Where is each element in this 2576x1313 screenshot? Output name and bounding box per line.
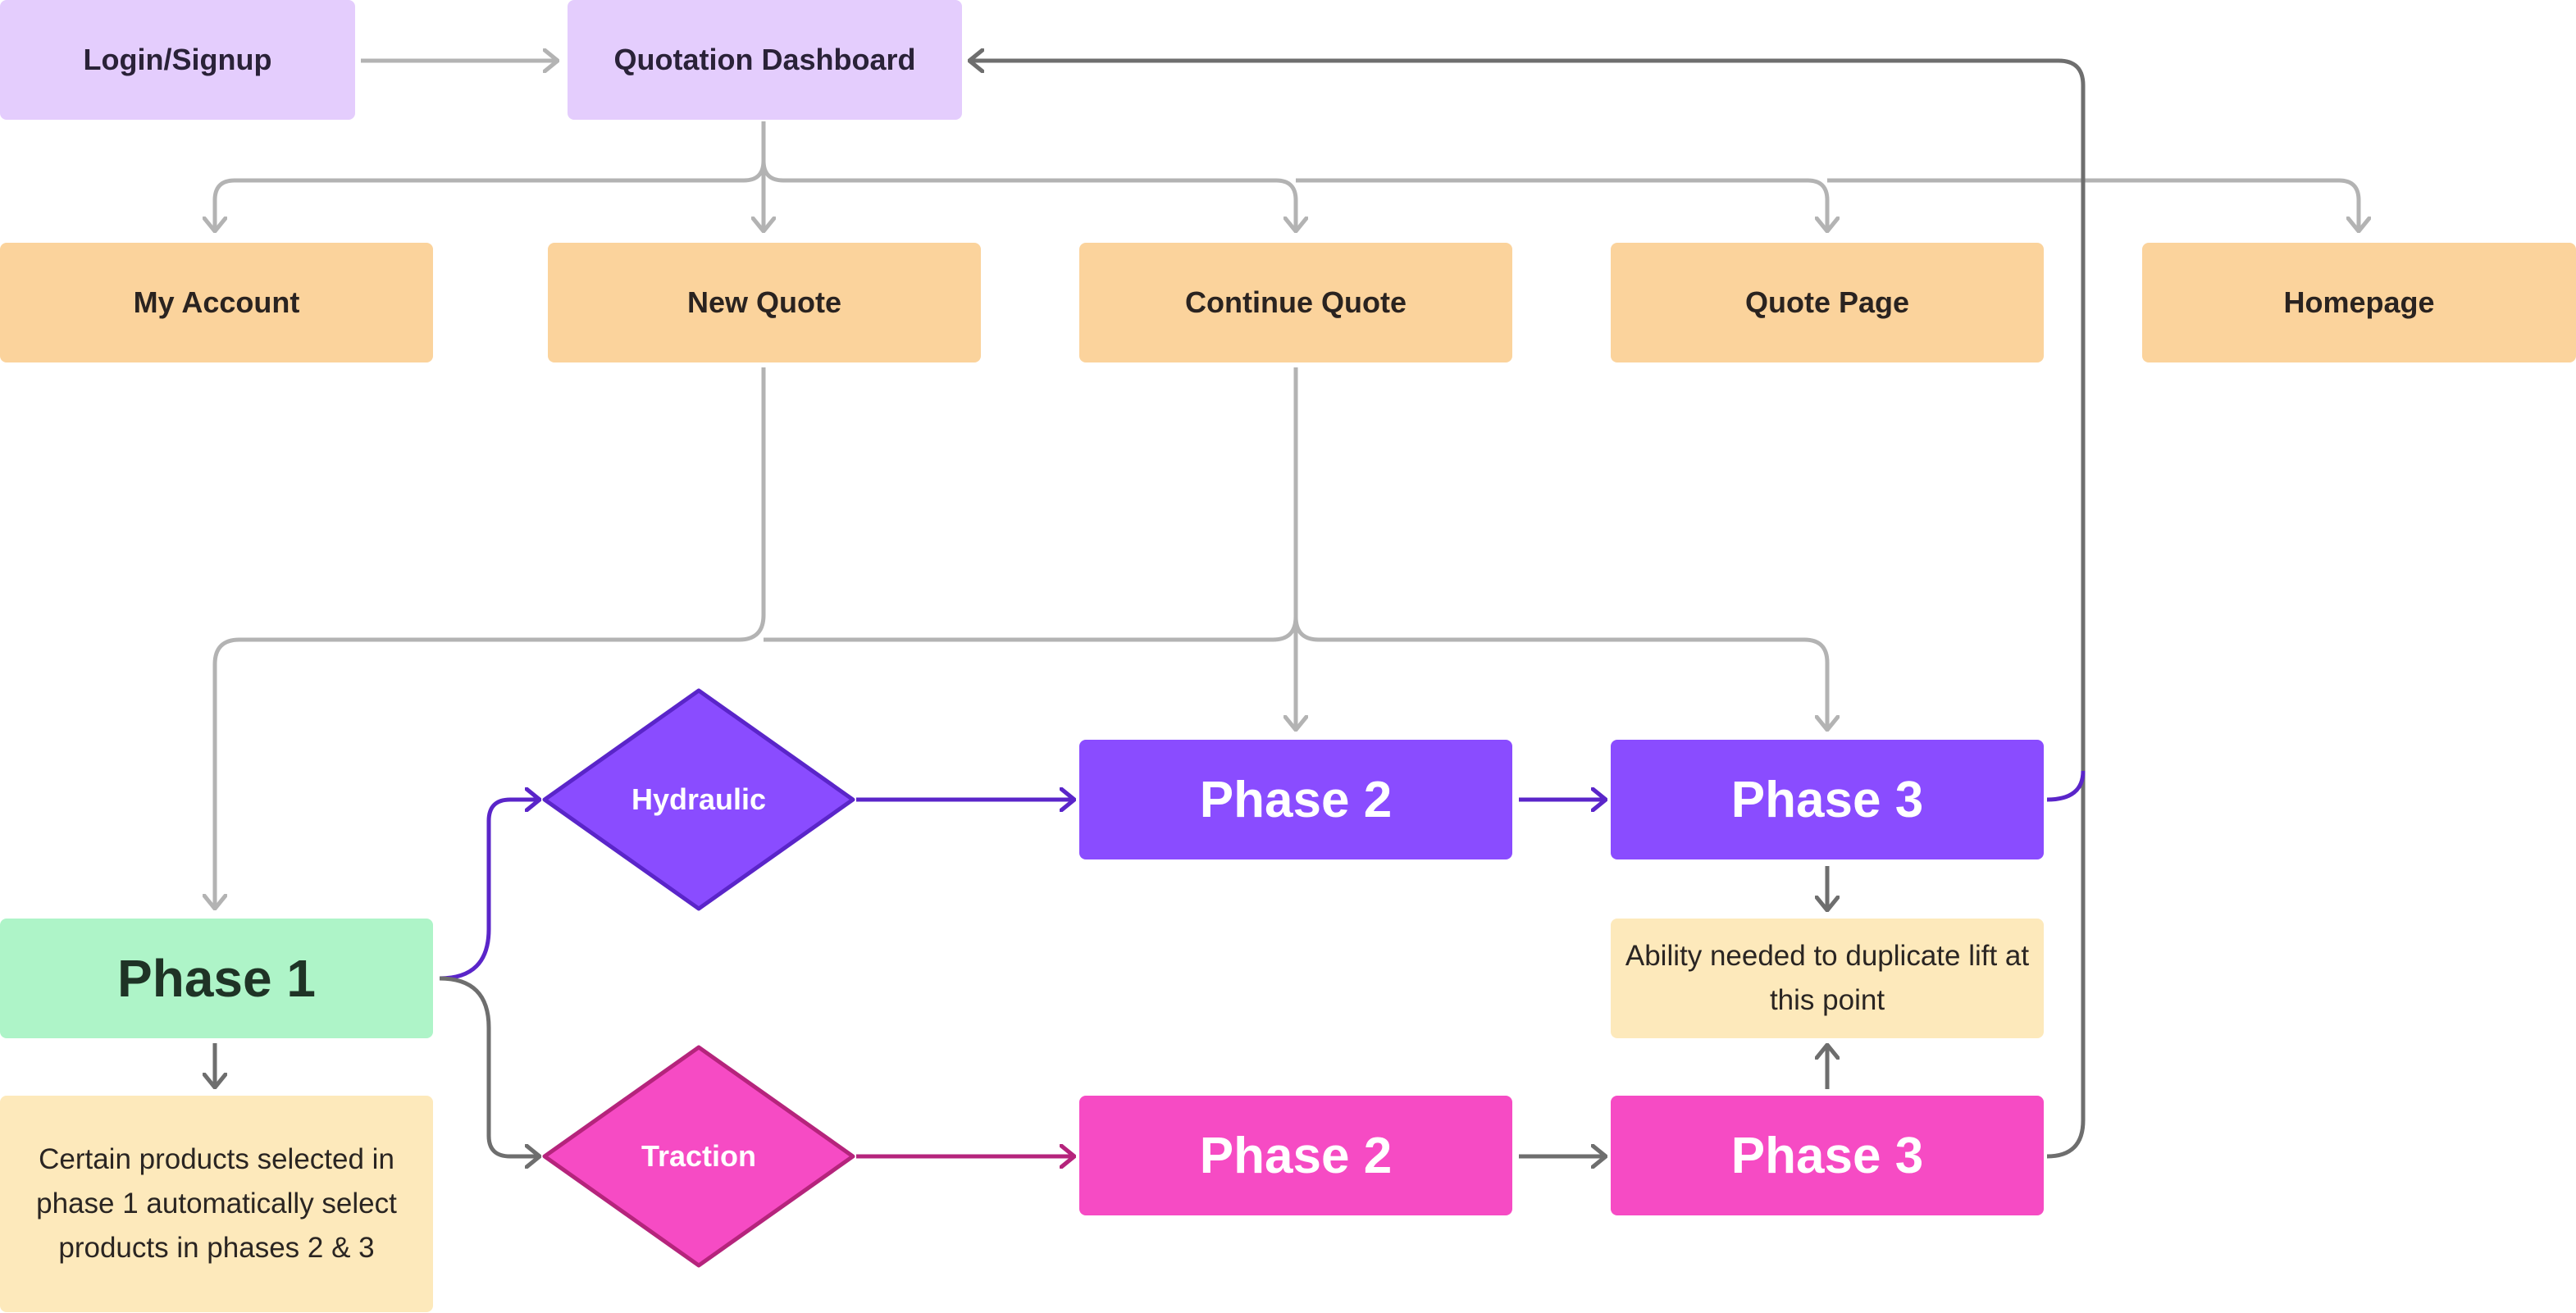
new-quote-node: New Quote [548, 243, 981, 362]
hydraulic-diamond [542, 688, 855, 911]
arrow-phase1-to-traction [439, 976, 540, 1156]
arrow-phase1-to-hydraulic [439, 800, 540, 981]
phase3-traction-node: Phase 3 [1611, 1096, 2044, 1215]
phase2-hydraulic-label: Phase 2 [1199, 771, 1393, 828]
phase1-note: Certain products selected in phase 1 aut… [0, 1096, 433, 1312]
hydraulic-label: Hydraulic [631, 782, 767, 816]
phase3-traction-label: Phase 3 [1730, 1127, 1924, 1184]
phase3-hydraulic-label: Phase 3 [1730, 771, 1924, 828]
quotation-dashboard-label: Quotation Dashboard [613, 43, 916, 76]
phase1-note-text: Certain products selected in phase 1 aut… [36, 1143, 397, 1264]
homepage-node: Homepage [2142, 243, 2576, 362]
duplicate-lift-note-text: Ability needed to duplicate lift at this… [1625, 940, 2030, 1016]
quote-page-label: Quote Page [1744, 285, 1910, 319]
continue-quote-node: Continue Quote [1079, 243, 1512, 362]
phase2-hydraulic-node: Phase 2 [1079, 740, 1512, 859]
return-loop-traction [969, 61, 2086, 1159]
login-signup-node: Login/Signup [0, 0, 355, 120]
login-signup-label: Login/Signup [83, 43, 272, 76]
traction-diamond [542, 1045, 855, 1268]
quote-branches [215, 367, 1827, 909]
continue-quote-label: Continue Quote [1185, 285, 1407, 319]
duplicate-lift-note: Ability needed to duplicate lift at this… [1611, 919, 2044, 1038]
hydraulic-label-box: Hydraulic [577, 775, 820, 824]
my-account-node: My Account [0, 243, 433, 362]
my-account-label: My Account [133, 285, 300, 319]
quotation-dashboard-node: Quotation Dashboard [568, 0, 962, 120]
phase2-traction-label: Phase 2 [1199, 1127, 1393, 1184]
quote-page-node: Quote Page [1611, 243, 2044, 362]
homepage-label: Homepage [2283, 285, 2435, 319]
phase3-hydraulic-node: Phase 3 [1611, 740, 2044, 859]
traction-label-box: Traction [577, 1132, 820, 1181]
dashboard-fanout [215, 121, 2359, 231]
new-quote-label: New Quote [686, 285, 841, 319]
traction-label: Traction [641, 1139, 757, 1173]
return-loop-hydraulic [2046, 770, 2086, 802]
phase1-label: Phase 1 [117, 949, 316, 1008]
phase1-node: Phase 1 [0, 919, 433, 1038]
phase2-traction-node: Phase 2 [1079, 1096, 1512, 1215]
